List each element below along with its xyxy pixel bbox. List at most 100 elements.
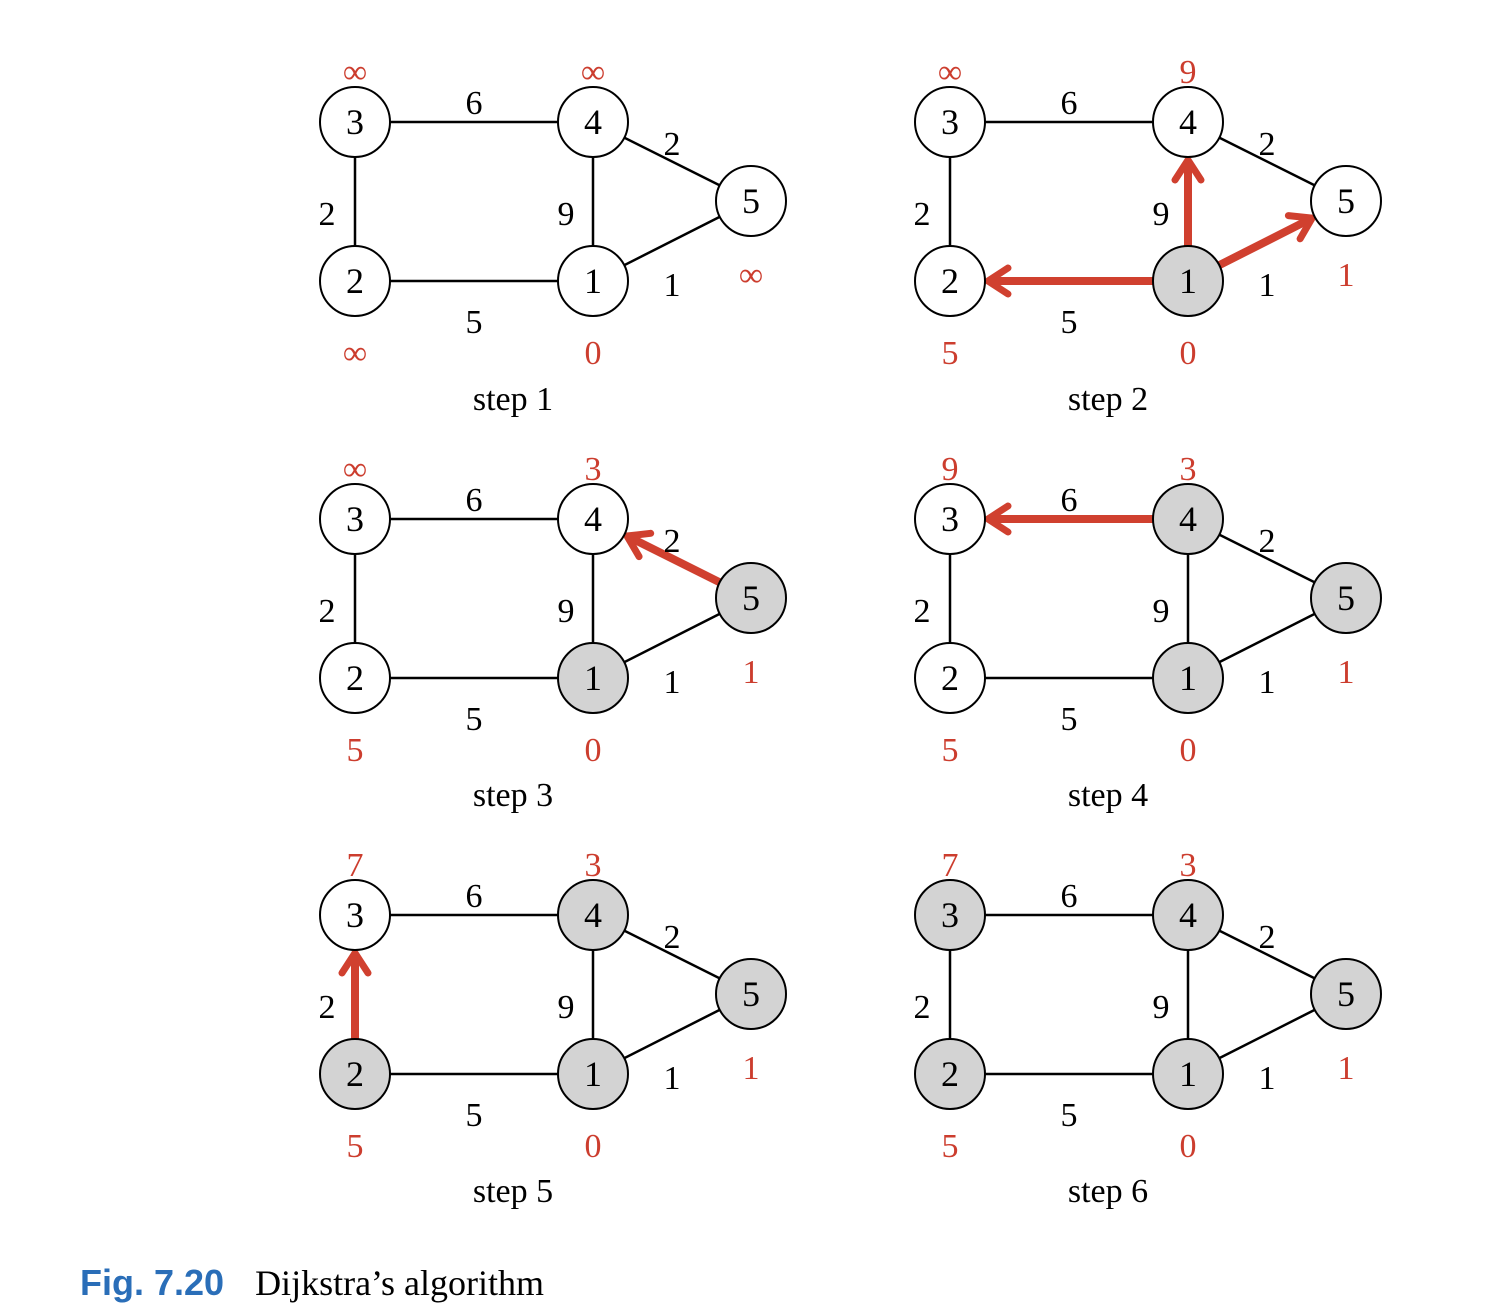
node-1: 1 [1152, 245, 1224, 317]
node-label: 4 [1179, 499, 1197, 539]
node-circle [557, 1038, 629, 1110]
step-caption: step 2 [1068, 381, 1148, 418]
node-label: 2 [941, 658, 959, 698]
node-2: 2 [914, 245, 986, 317]
distance-label-node-5: 1 [743, 1050, 760, 1087]
node-4: 4 [1152, 483, 1224, 555]
node-label: 3 [941, 499, 959, 539]
distance-label-node-3: 7 [347, 847, 364, 884]
node-circle [914, 86, 986, 158]
node-circle [319, 86, 391, 158]
node-label: 3 [941, 102, 959, 142]
distance-label-node-1: 0 [1180, 732, 1197, 769]
distance-label-node-2: 5 [347, 1128, 364, 1165]
node-circle [914, 879, 986, 951]
distance-label-node-5: ∞ [739, 257, 763, 294]
node-label: 5 [742, 974, 760, 1014]
node-label: 3 [941, 895, 959, 935]
distance-label-node-5: 1 [1338, 654, 1355, 691]
node-5: 5 [1310, 562, 1382, 634]
edge-weight-1-5: 1 [1259, 664, 1276, 701]
edge-weight-3-4: 6 [466, 482, 483, 519]
node-circle [715, 562, 787, 634]
node-circle [715, 958, 787, 1030]
node-circle [914, 483, 986, 555]
node-3: 3 [319, 86, 391, 158]
node-5: 5 [715, 562, 787, 634]
figure-caption: Fig. 7.20 Dijkstra’s algorithm [80, 1262, 544, 1304]
node-label: 2 [346, 261, 364, 301]
node-label: 2 [346, 1054, 364, 1094]
node-circle [557, 642, 629, 714]
node-4: 4 [557, 879, 629, 951]
distance-label-node-1: 0 [585, 732, 602, 769]
node-1: 1 [557, 1038, 629, 1110]
node-circle [914, 642, 986, 714]
node-label: 2 [941, 1054, 959, 1094]
edge-weight-2-1: 5 [466, 304, 483, 341]
node-4: 4 [557, 483, 629, 555]
distance-label-node-3: ∞ [343, 451, 367, 488]
edge-weight-1-5: 1 [664, 267, 681, 304]
edge-weight-3-4: 6 [466, 878, 483, 915]
node-2: 2 [914, 642, 986, 714]
node-label: 4 [1179, 895, 1197, 935]
node-3: 3 [914, 879, 986, 951]
distance-label-node-2: 5 [347, 732, 364, 769]
edge-weight-4-5: 2 [664, 523, 681, 560]
step-caption: step 3 [473, 777, 553, 814]
node-circle [1152, 879, 1224, 951]
figure-title: Dijkstra’s algorithm [255, 1263, 545, 1303]
distance-label-node-4: 3 [1180, 451, 1197, 488]
distance-label-node-5: 1 [743, 654, 760, 691]
distance-label-node-3: 7 [942, 847, 959, 884]
node-4: 4 [1152, 879, 1224, 951]
node-circle [319, 483, 391, 555]
node-label: 3 [346, 102, 364, 142]
edge-weight-3-2: 2 [319, 196, 336, 233]
edge-weight-4-1: 9 [1153, 989, 1170, 1026]
node-label: 4 [584, 102, 602, 142]
node-label: 3 [346, 499, 364, 539]
edge-weight-3-2: 2 [914, 989, 931, 1026]
edge-weight-2-1: 5 [1061, 304, 1078, 341]
node-circle [1152, 86, 1224, 158]
node-circle [557, 245, 629, 317]
edge-weight-4-5: 2 [1259, 919, 1276, 956]
node-2: 2 [319, 245, 391, 317]
node-label: 2 [941, 261, 959, 301]
node-label: 1 [584, 261, 602, 301]
relax-arrow-1-5 [1215, 212, 1316, 270]
edge-weight-3-2: 2 [319, 989, 336, 1026]
distance-label-node-2: ∞ [343, 335, 367, 372]
node-2: 2 [319, 642, 391, 714]
distance-label-node-3: ∞ [938, 54, 962, 91]
edge-weight-3-2: 2 [914, 593, 931, 630]
node-5: 5 [1310, 958, 1382, 1030]
distance-label-node-4: ∞ [581, 54, 605, 91]
node-label: 1 [1179, 1054, 1197, 1094]
edge-weight-1-5: 1 [1259, 267, 1276, 304]
node-label: 1 [1179, 261, 1197, 301]
relax-arrow-5-4 [623, 529, 724, 587]
distance-label-node-2: 5 [942, 1128, 959, 1165]
step-caption: step 6 [1068, 1173, 1148, 1210]
node-circle [914, 1038, 986, 1110]
node-1: 1 [1152, 642, 1224, 714]
node-1: 1 [1152, 1038, 1224, 1110]
node-circle [1310, 958, 1382, 1030]
edge-weight-4-1: 9 [558, 989, 575, 1026]
node-circle [914, 245, 986, 317]
node-label: 5 [1337, 974, 1355, 1014]
node-label: 4 [1179, 102, 1197, 142]
node-label: 5 [742, 181, 760, 221]
node-circle [319, 879, 391, 951]
step-caption: step 5 [473, 1173, 553, 1210]
edge-weight-3-2: 2 [319, 593, 336, 630]
